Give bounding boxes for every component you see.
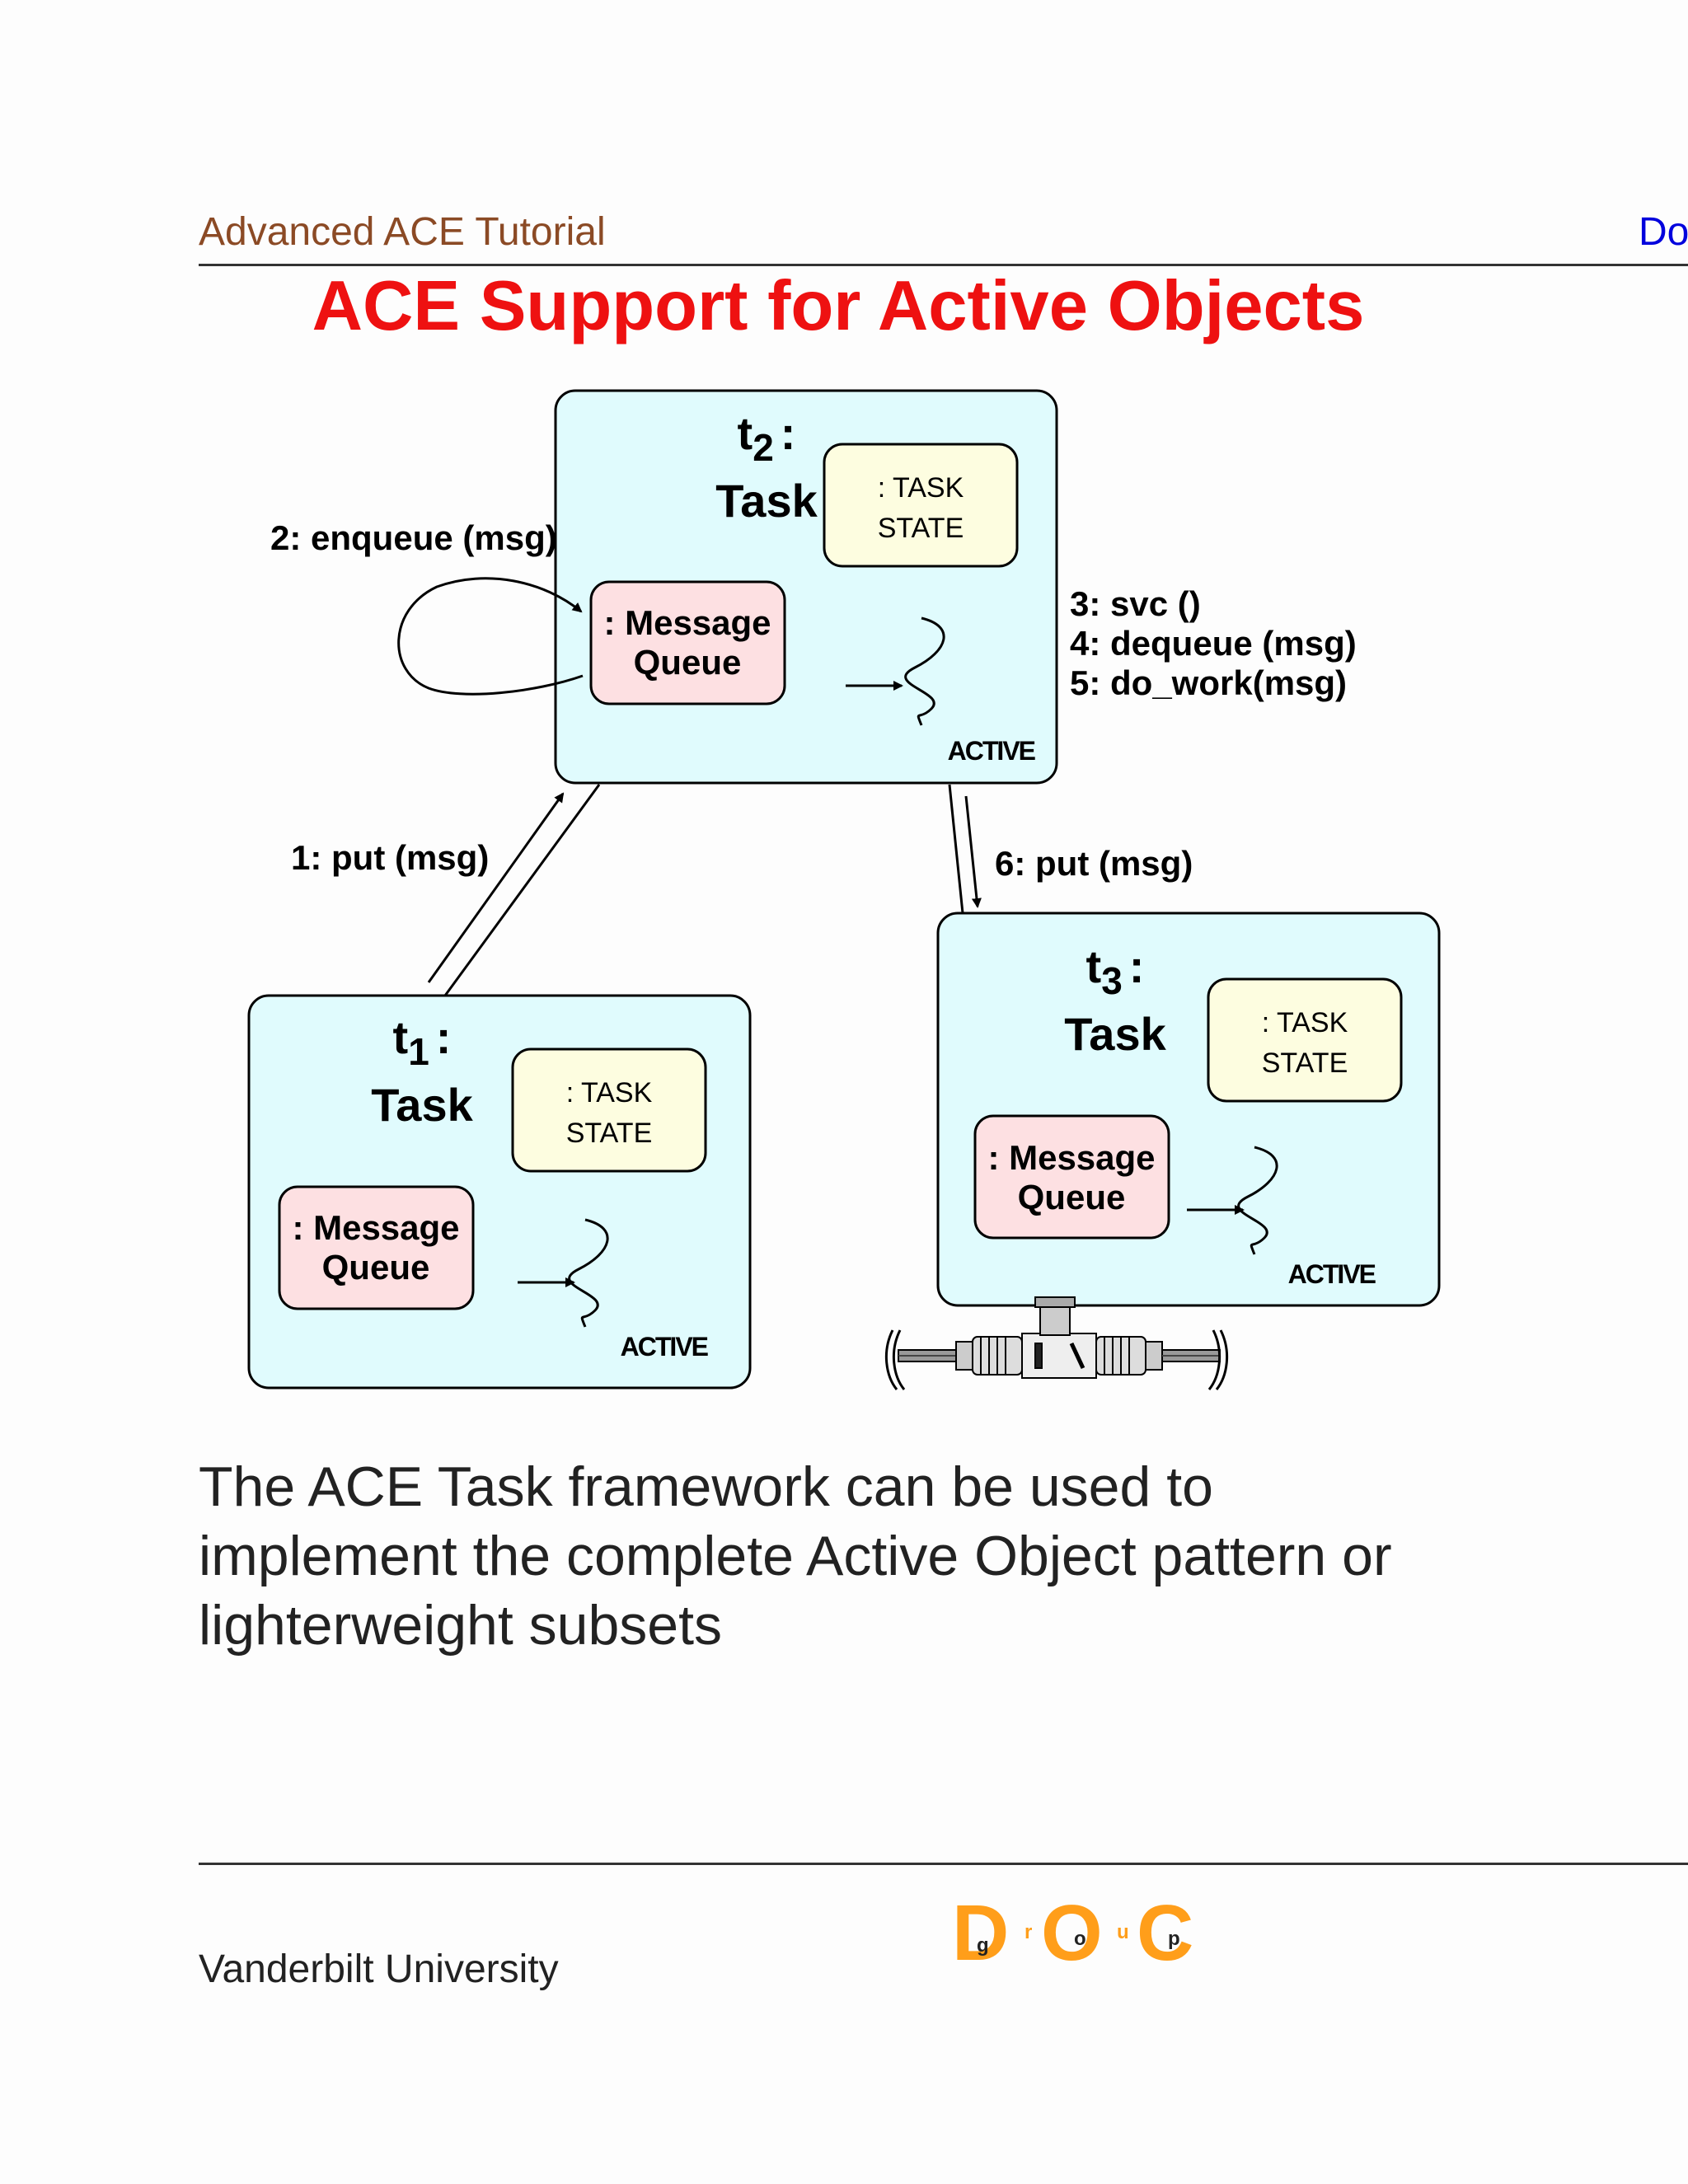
task-t2-state: : TASK STATE (823, 443, 1019, 568)
task-t1-state: : TASK STATE (511, 1047, 707, 1173)
svg-text:: TASK: : TASK (566, 1077, 653, 1108)
task-t2: t2: Task : TASK STATE : Message Queue AC… (554, 389, 1058, 785)
task-t2-type: Task (715, 475, 818, 527)
body-line-3: lighterweight subsets (199, 1594, 723, 1657)
footer-institution: Vanderbilt University (199, 1947, 559, 1991)
do-work-label: 5: do_work(msg) (1070, 663, 1347, 702)
footer-divider (199, 1863, 1688, 1865)
body-line-1: The ACE Task framework can be used to (199, 1455, 1213, 1518)
put1-label: 1: put (msg) (291, 838, 489, 877)
task-t2-name: t2: (738, 407, 796, 469)
header-divider (199, 264, 1688, 266)
logo-small-o: o (1074, 1928, 1086, 1950)
svg-text:: TASK: : TASK (1262, 1007, 1348, 1038)
doc-group-logo: D g r O o u C p (952, 1889, 1193, 1977)
task-t2-active-label: ACTIVE (948, 736, 1036, 766)
body-line-2: implement the complete Active Object pat… (199, 1525, 1392, 1587)
svg-text:Queue: Queue (634, 643, 742, 682)
logo-small-r: r (1025, 1921, 1032, 1943)
header-right-link[interactable]: Do (1639, 210, 1688, 254)
task-t1: t1: Task : TASK STATE : Message Queue AC… (247, 994, 752, 1390)
task-t3-name: t3: (1086, 940, 1145, 1002)
put-arrow-t2-to-t3 (964, 795, 982, 908)
svg-text:Queue: Queue (1018, 1178, 1126, 1216)
task-t3-message-queue: : Message Queue (973, 1114, 1170, 1240)
task-t1-thread-icon (568, 1218, 609, 1328)
svg-text:STATE: STATE (878, 513, 964, 544)
header-course-title: Advanced ACE Tutorial (199, 210, 606, 254)
task-t3-state: : TASK STATE (1207, 977, 1403, 1103)
task-t3-thread-icon (1237, 1146, 1278, 1255)
task-t3: t3: Task : TASK STATE : Message Queue AC… (936, 912, 1441, 1307)
enqueue-label: 2: enqueue (msg) (270, 518, 557, 557)
logo-small-u: u (1117, 1921, 1129, 1943)
put-line-t2-t3 (948, 784, 964, 914)
task-t2-message-queue: : Message Queue (589, 580, 786, 705)
svg-text:: TASK: : TASK (878, 472, 964, 504)
task-t3-type: Task (1064, 1008, 1166, 1060)
put-arrow-t1-to-t2 (427, 792, 565, 983)
logo-letter-c: C (1137, 1889, 1193, 1977)
task-t1-name: t1: (393, 1011, 452, 1073)
task-t1-message-queue: : Message Queue (278, 1185, 475, 1310)
svc-label: 3: svc () (1070, 584, 1201, 623)
network-connector-icon (884, 1296, 1229, 1390)
task-t2-thread-icon (904, 616, 945, 726)
svg-text:: Message: : Message (292, 1208, 459, 1247)
logo-small-p: p (1168, 1928, 1180, 1950)
enqueue-loop-arrow (397, 577, 584, 696)
task-t1-active-label: ACTIVE (621, 1332, 709, 1361)
put-return-line (443, 784, 601, 996)
svg-text:: Message: : Message (603, 603, 771, 642)
task-t3-active-label: ACTIVE (1288, 1259, 1376, 1289)
logo-letter-d: D (952, 1889, 1009, 1977)
logo-letter-o: O (1041, 1889, 1103, 1977)
dequeue-label: 4: dequeue (msg) (1070, 624, 1357, 663)
body-paragraph: The ACE Task framework can be used to im… (199, 1452, 1600, 1660)
svg-text:STATE: STATE (566, 1118, 653, 1149)
put6-label: 6: put (msg) (995, 844, 1193, 883)
logo-small-g: g (977, 1934, 989, 1957)
slide-title: ACE Support for Active Objects (312, 267, 1365, 345)
svg-text:STATE: STATE (1262, 1047, 1348, 1079)
svg-text:: Message: : Message (987, 1138, 1155, 1177)
svg-text:Queue: Queue (322, 1248, 430, 1286)
task-t1-type: Task (371, 1079, 473, 1131)
